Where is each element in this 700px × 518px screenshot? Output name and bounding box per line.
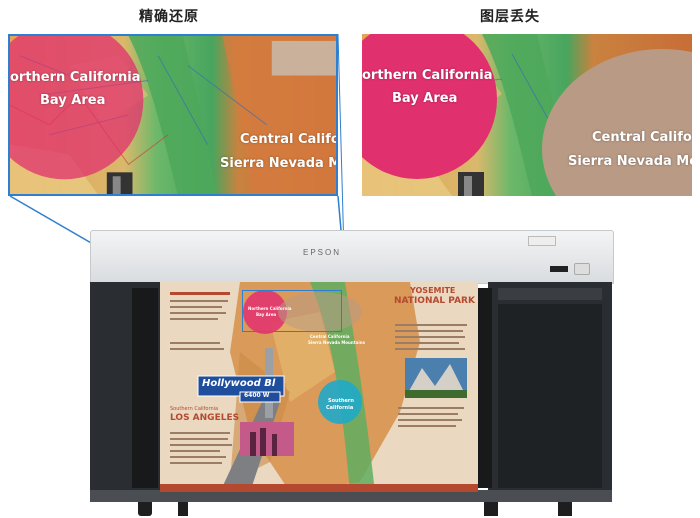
label-sierra: Sierra Nevada M — [220, 156, 338, 171]
paper-slot — [498, 288, 602, 300]
caption-accurate: 精确还原 — [139, 9, 199, 25]
bubble-south-1: Southern — [328, 398, 354, 404]
bubble-south-2: California — [326, 405, 354, 411]
street-sign-sub — [239, 391, 281, 403]
la-photo — [240, 422, 294, 456]
poster-artwork — [160, 282, 478, 492]
leg-right — [558, 502, 572, 516]
caption-layer-lost: 图层丢失 — [480, 9, 540, 25]
label-north-sub: Bay Area — [40, 93, 106, 108]
printed-poster: Hollywood Bl 6400 W Southern California … — [160, 282, 478, 492]
central-1: Central California — [310, 334, 350, 339]
power-indicator — [550, 266, 568, 272]
leg-inner-right — [484, 502, 498, 516]
control-panel-icon[interactable] — [574, 263, 590, 275]
ink-door[interactable] — [498, 304, 602, 488]
bubble-north-2: Bay Area — [256, 312, 277, 317]
zoom-panel-layer-lost: orthern California Bay Area Central Cali… — [362, 34, 692, 196]
printer-top-cover — [90, 230, 614, 284]
bubble-north-1: Northern California — [248, 306, 292, 311]
zoom-panel-accurate: orthern California Bay Area Central Cali… — [8, 34, 338, 196]
yosemite-line2: NATIONAL PARK — [394, 296, 475, 306]
label-central: Central Califo — [592, 130, 692, 145]
roll-holder-left — [132, 288, 158, 488]
leg-left — [138, 502, 152, 516]
poster-bottom-band — [160, 484, 478, 492]
la-kicker: Southern California — [170, 406, 219, 412]
bottom-tray — [90, 490, 612, 502]
la-title: LOS ANGELES — [170, 413, 240, 423]
label-north: orthern California — [362, 68, 493, 83]
yosemite-line1: YOSEMITE — [410, 286, 456, 295]
south-bubble — [318, 380, 362, 424]
central-2: Sierra Nevada Mountains — [308, 340, 365, 345]
pink-region-circle — [10, 36, 144, 180]
leg-inner-left — [178, 502, 188, 516]
terrain-map — [362, 34, 692, 196]
pink-region-circle — [362, 34, 497, 179]
terrain-map — [10, 36, 336, 194]
sign-main-text: Hollywood Bl — [202, 378, 276, 389]
brand-logo: EPSON — [303, 248, 342, 257]
sign-sub-text: 6400 W — [244, 392, 270, 399]
label-north: orthern California — [10, 70, 141, 85]
label-north-sub: Bay Area — [392, 91, 458, 106]
model-badge — [528, 236, 556, 246]
label-sierra: Sierra Nevada Mo — [568, 154, 692, 169]
label-central: Central Califo — [240, 132, 338, 147]
large-format-printer: EPSON — [88, 228, 614, 518]
zoom-highlight-box — [242, 290, 342, 332]
north-bubble — [243, 290, 287, 334]
tan-region-blob — [542, 49, 692, 196]
